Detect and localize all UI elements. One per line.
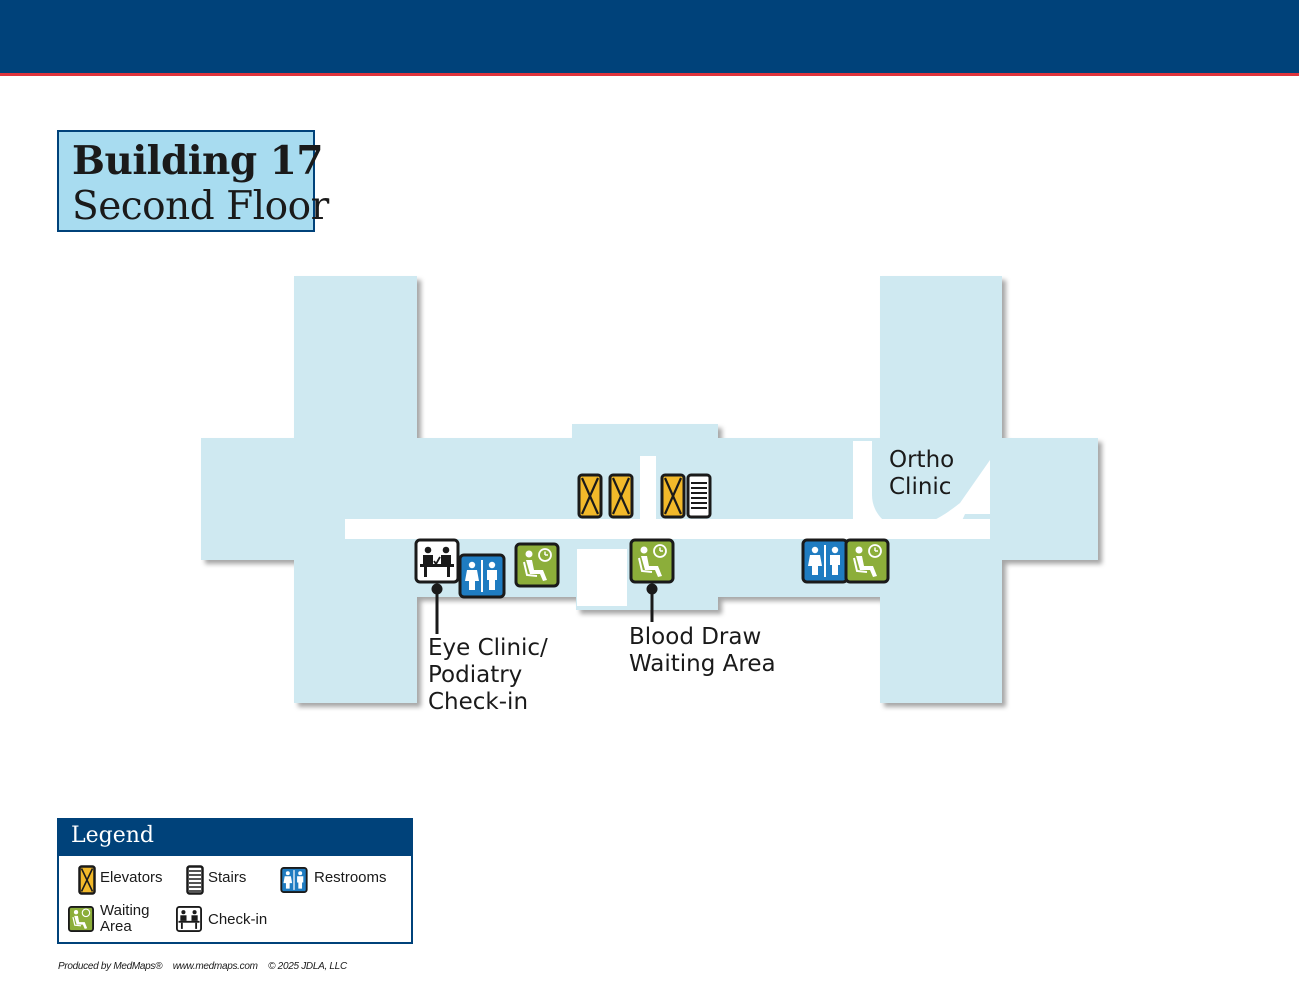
ortho-clinic-label[interactable]: Ortho bbox=[889, 447, 954, 473]
legend-waiting-line2: Area bbox=[100, 918, 132, 935]
header-bar bbox=[0, 0, 1299, 73]
blood-draw-label[interactable]: Waiting Area bbox=[629, 651, 776, 677]
elevators bbox=[577, 473, 686, 519]
eye-clinic-label[interactable]: Podiatry bbox=[428, 662, 522, 688]
restroom-icon[interactable] bbox=[801, 538, 849, 584]
stairs-icon bbox=[686, 473, 712, 519]
check-in-icon[interactable] bbox=[414, 538, 460, 584]
legend-check-in: Check-in bbox=[208, 911, 268, 928]
elevator-icon bbox=[608, 473, 634, 519]
legend-stairs: Stairs bbox=[208, 869, 247, 886]
legend: Legend Elevators Stairs Restrooms Waitin… bbox=[57, 818, 413, 944]
legend-title: Legend bbox=[71, 823, 154, 848]
building-title: Building 17 bbox=[72, 138, 324, 184]
blood-draw-pointer bbox=[646, 583, 658, 622]
waiting-area-icon[interactable] bbox=[844, 538, 890, 584]
check-in-icon bbox=[176, 906, 202, 932]
blood-draw-label[interactable]: Blood Draw bbox=[629, 624, 761, 650]
eye-clinic-pointer bbox=[431, 583, 443, 634]
legend-waiting-line1: Waiting bbox=[100, 902, 150, 919]
restroom-icon[interactable] bbox=[458, 553, 506, 599]
waiting-area-icon[interactable] bbox=[514, 542, 560, 588]
legend-restrooms: Restrooms bbox=[314, 869, 387, 886]
ortho-clinic-label[interactable]: Clinic bbox=[889, 474, 951, 500]
elevator-icon bbox=[577, 473, 603, 519]
produced-by: Produced by MedMaps® bbox=[58, 961, 163, 972]
elevator-icon bbox=[660, 473, 686, 519]
copyright: © 2025 JDLA, LLC bbox=[268, 961, 347, 972]
website-link[interactable]: www.medmaps.com bbox=[172, 961, 258, 972]
legend-header: Legend bbox=[59, 820, 411, 856]
floor-title: Second Floor bbox=[72, 184, 329, 229]
waiting-area-icon[interactable] bbox=[629, 538, 675, 584]
elevator-icon bbox=[78, 865, 96, 895]
stairs-icon bbox=[186, 865, 204, 895]
legend-waiting-area: Waiting Area bbox=[100, 903, 149, 935]
waiting-area-icon bbox=[68, 906, 94, 932]
eye-clinic-label[interactable]: Eye Clinic/ bbox=[428, 635, 548, 661]
corridors bbox=[345, 441, 990, 606]
restroom-icon bbox=[280, 867, 308, 893]
eye-clinic-label[interactable]: Check-in bbox=[428, 689, 528, 715]
building-title-box: Building 17 Second Floor bbox=[57, 130, 329, 232]
header-stripe bbox=[0, 73, 1299, 76]
footer-credit: Produced by MedMaps® www.medmaps.com © 2… bbox=[58, 961, 355, 972]
legend-elevators: Elevators bbox=[100, 869, 163, 886]
